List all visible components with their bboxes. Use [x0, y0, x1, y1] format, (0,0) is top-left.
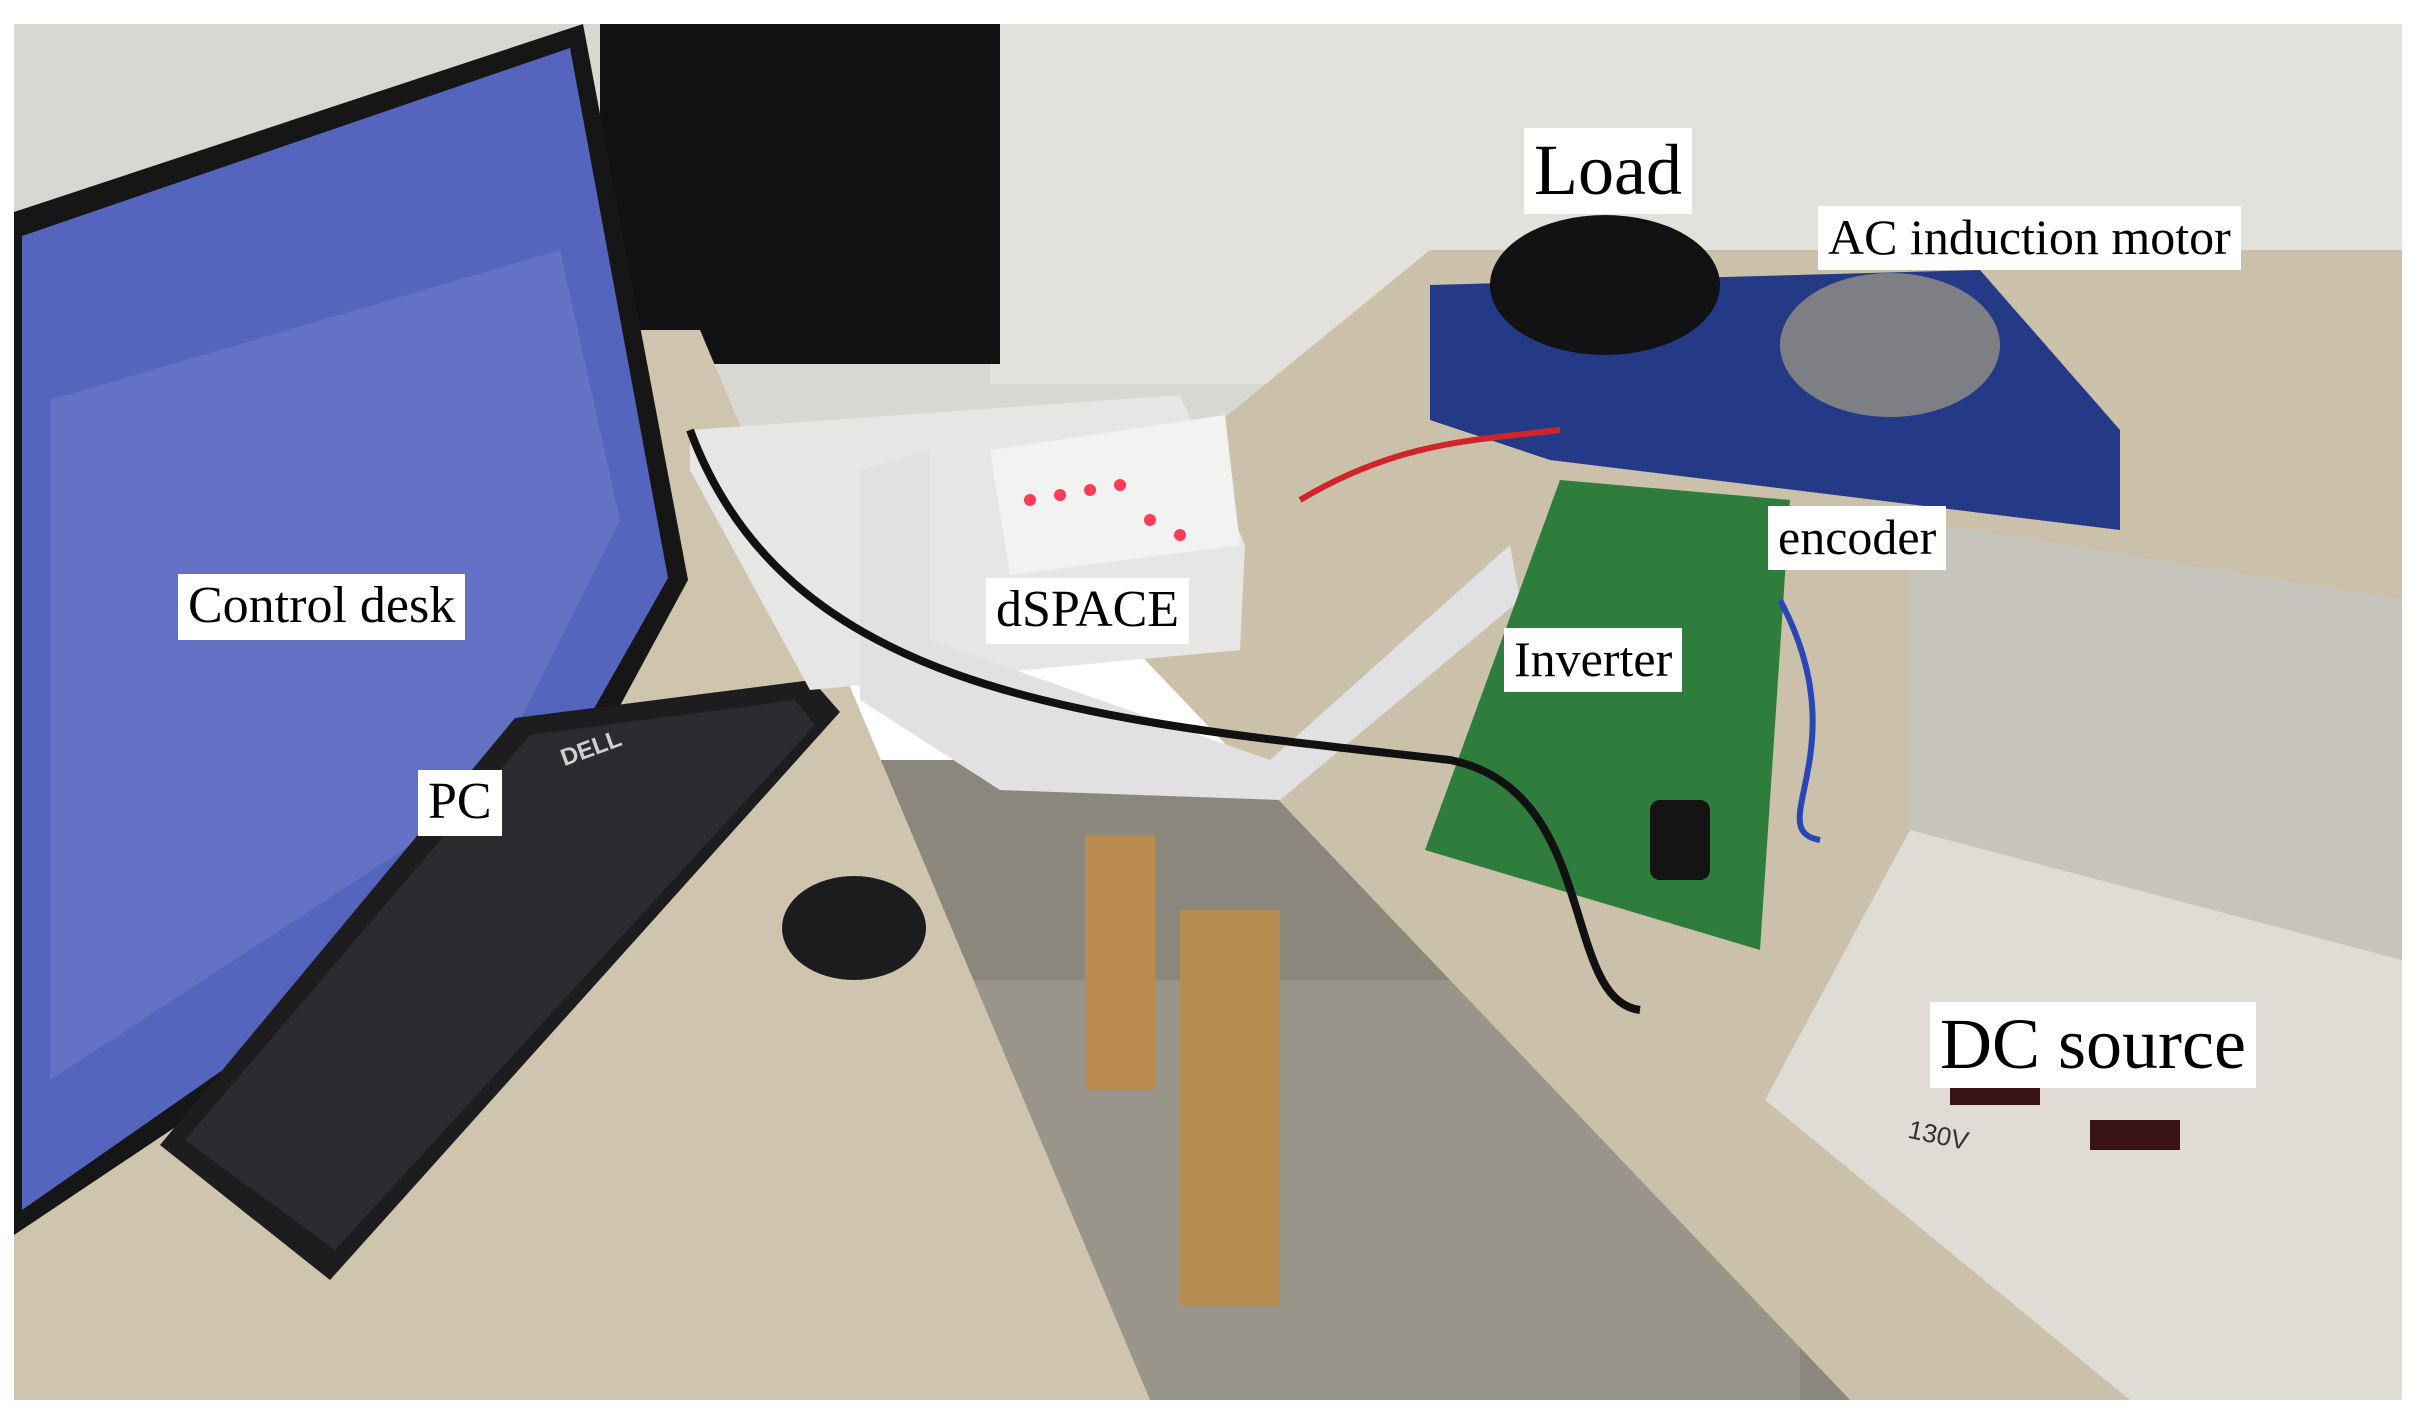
label-control-desk: Control desk: [178, 574, 466, 640]
table-leg-back: [1085, 835, 1155, 1090]
ac-induction-motor: [1780, 273, 2000, 417]
load-machine: [1490, 215, 1720, 355]
label-load: Load: [1524, 128, 1692, 214]
keyboard-keys: [185, 700, 815, 1250]
label-ac-induction-motor: AC induction motor: [1818, 206, 2241, 270]
led: [1054, 489, 1066, 501]
ribbon-cable: [860, 450, 1520, 800]
label-inverter: Inverter: [1504, 628, 1683, 692]
red-cable: [1298, 427, 1561, 503]
led: [1024, 494, 1036, 506]
dc-source-display-2: [2090, 1120, 2180, 1150]
led: [1174, 529, 1186, 541]
table-leg-front: [1180, 910, 1280, 1305]
mouse: [782, 876, 926, 980]
label-dspace: dSPACE: [986, 578, 1190, 644]
black-curtain: [600, 24, 1000, 364]
capacitor: [1650, 800, 1710, 880]
screen-window: [50, 250, 620, 1080]
led: [1114, 479, 1126, 491]
dc-source-front: [1765, 830, 2402, 1400]
label-dc-source: DC source: [1930, 1002, 2256, 1088]
led: [1084, 484, 1096, 496]
led: [1144, 514, 1156, 526]
label-encoder: encoder: [1768, 506, 1947, 570]
blue-cable: [1777, 598, 1821, 843]
dspace-leds: [1024, 479, 1186, 541]
label-pc: PC: [418, 770, 502, 836]
black-cable: [686, 428, 1641, 1014]
